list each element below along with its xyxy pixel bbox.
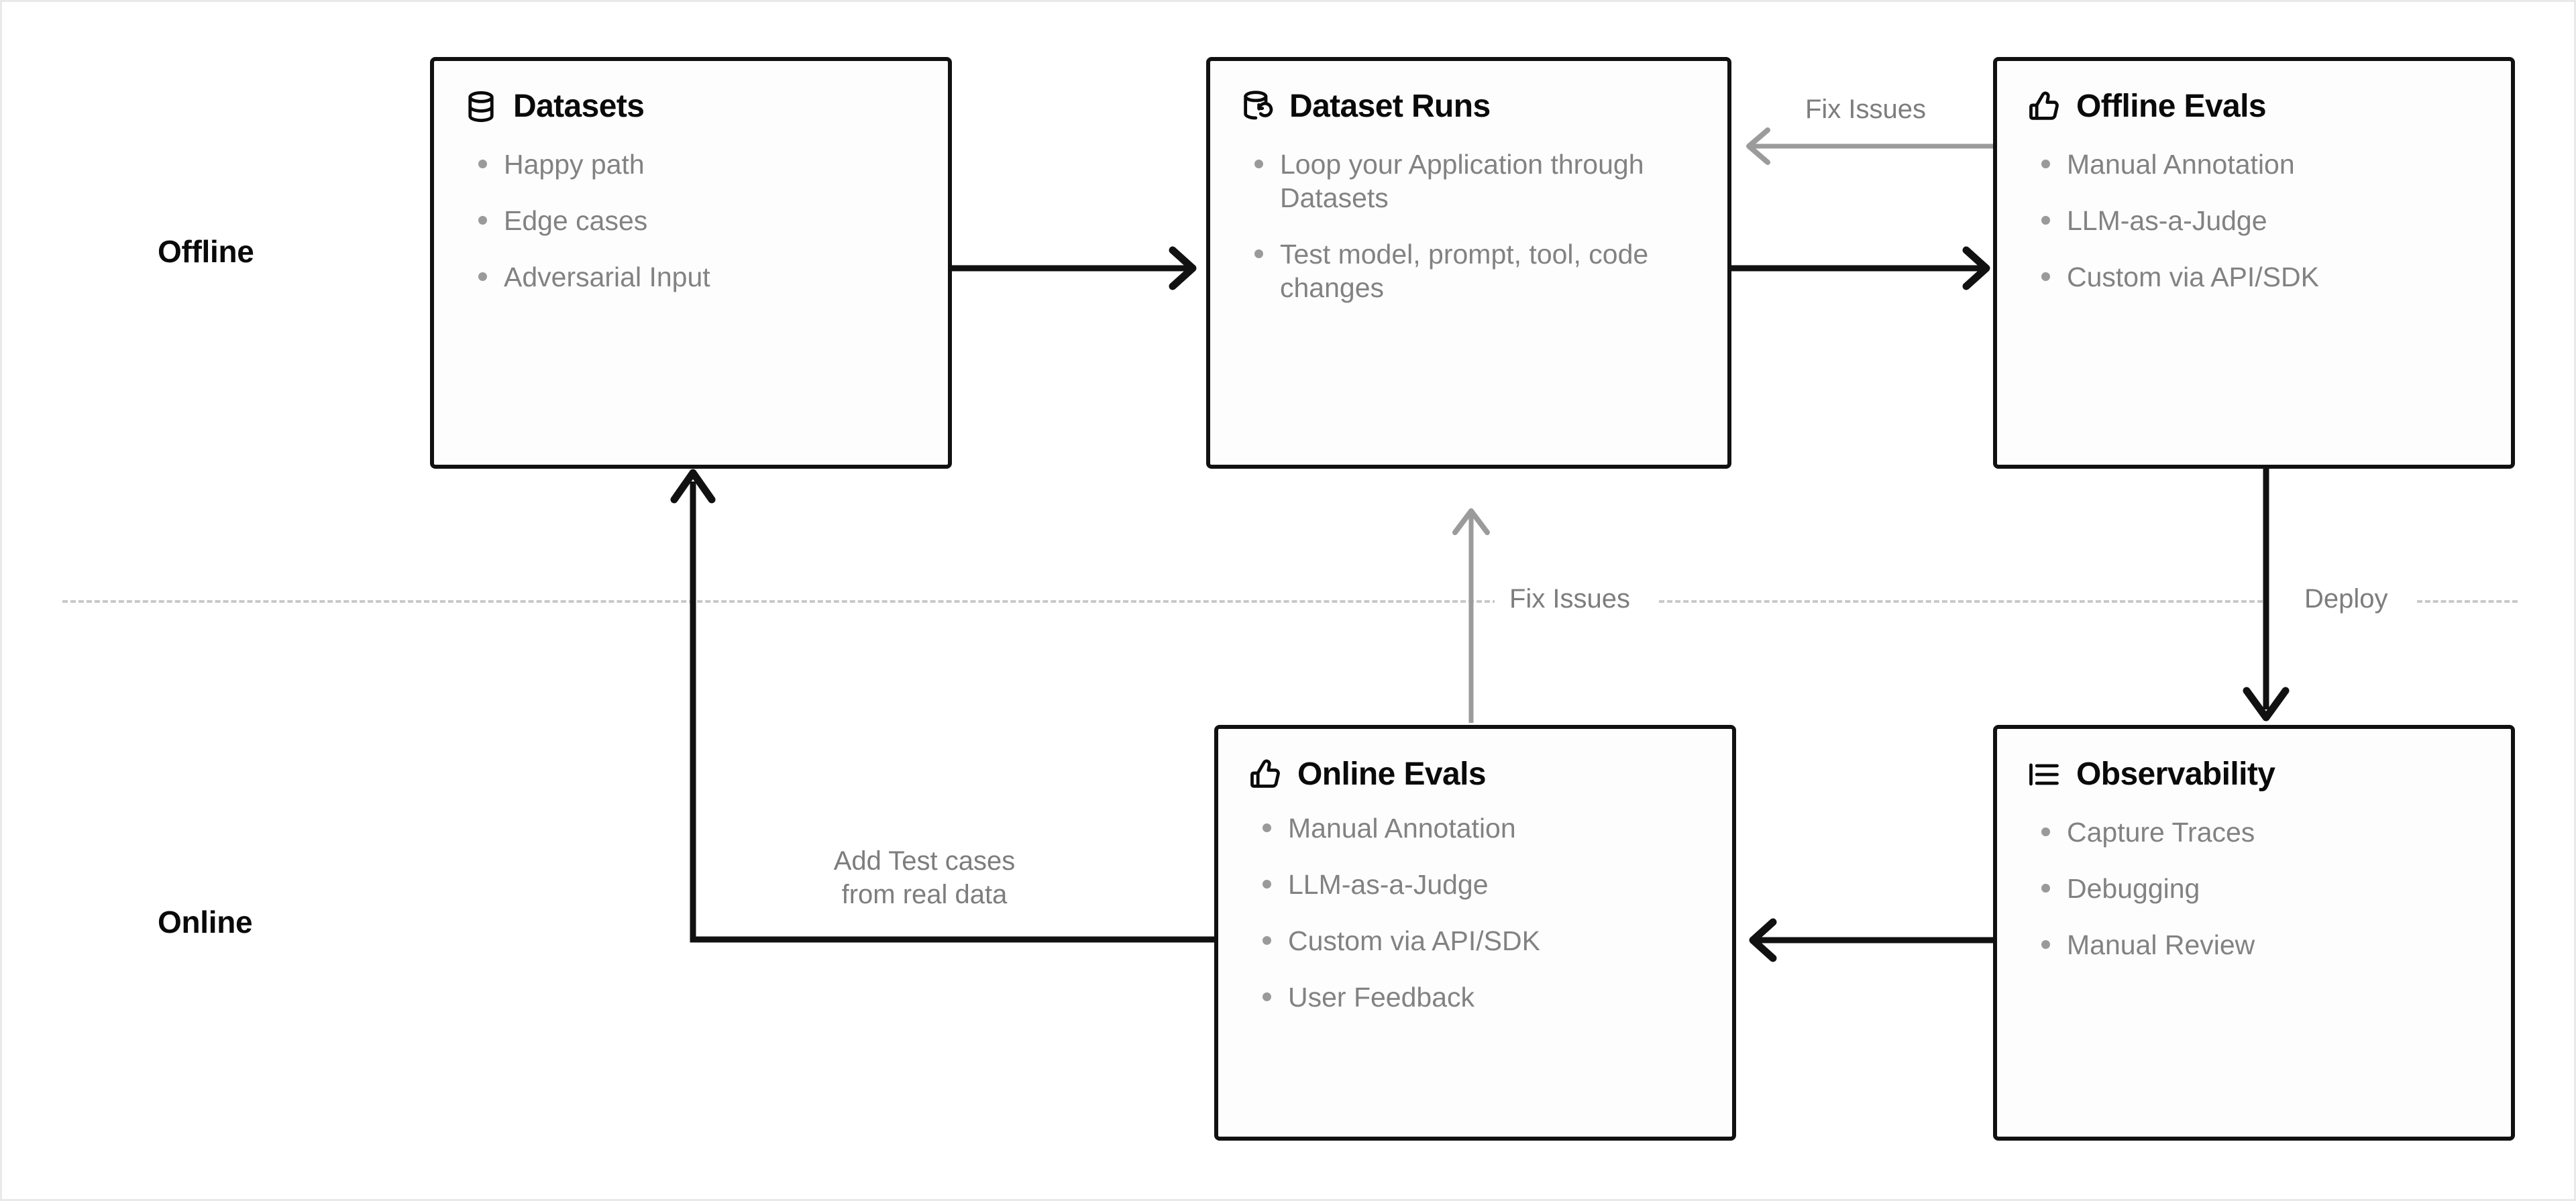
node-online-evals-title: Online Evals	[1297, 756, 1487, 792]
node-observability-header: Observability	[1997, 729, 2511, 793]
node-dataset-runs-header: Dataset Runs	[1210, 61, 1727, 125]
database-refresh-icon	[1240, 89, 1275, 124]
node-offline-evals-title: Offline Evals	[2076, 89, 2267, 124]
list-item: Debugging	[2041, 872, 2484, 905]
edge-datasets-to-dataset-runs	[951, 243, 1206, 293]
node-online-evals[interactable]: Online Evals Manual Annotation LLM-as-a-…	[1214, 725, 1736, 1141]
node-observability[interactable]: Observability Capture Traces Debugging M…	[1993, 725, 2515, 1141]
edge-offline-evals-to-observability	[2229, 468, 2303, 730]
node-datasets[interactable]: Datasets Happy path Edge cases Adversari…	[430, 57, 952, 469]
node-observability-title: Observability	[2076, 756, 2275, 792]
edge-dataset-runs-to-offline-evals	[1731, 243, 2013, 293]
list-item: Capture Traces	[2041, 815, 2484, 849]
list-item: Manual Annotation	[2041, 148, 2484, 181]
node-datasets-header: Datasets	[434, 61, 948, 125]
node-offline-evals[interactable]: Offline Evals Manual Annotation LLM-as-a…	[1993, 57, 2515, 469]
node-online-evals-bullets: Manual Annotation LLM-as-a-Judge Custom …	[1218, 793, 1732, 1014]
lane-divider-right	[2417, 600, 2518, 603]
node-offline-evals-header: Offline Evals	[1997, 61, 2511, 125]
edge-label-add-test-cases-line1: Add Test cases	[833, 846, 1016, 876]
divider-label-fix-issues: Fix Issues	[1495, 585, 1646, 612]
edge-label-add-test-cases: Add Test cases from real data	[784, 844, 1065, 911]
list-item: Edge cases	[478, 204, 921, 237]
list-item: Adversarial Input	[478, 260, 921, 294]
list-item: User Feedback	[1263, 980, 1705, 1014]
list-item: Manual Annotation	[1263, 811, 1705, 845]
list-item: LLM-as-a-Judge	[2041, 204, 2484, 237]
list-item: Manual Review	[2041, 928, 2484, 962]
node-dataset-runs-title: Dataset Runs	[1289, 89, 1491, 124]
edge-offline-evals-to-dataset-runs	[1726, 123, 2008, 170]
edge-label-fix-issues-top: Fix Issues	[1805, 95, 1927, 124]
node-online-evals-header: Online Evals	[1218, 729, 1732, 793]
lane-label-online: Online	[158, 905, 253, 939]
list-item: Test model, prompt, tool, code changes	[1254, 237, 1686, 304]
list-item: Custom via API/SDK	[2041, 260, 2484, 294]
edge-online-evals-to-dataset-runs	[1441, 502, 1501, 723]
node-dataset-runs[interactable]: Dataset Runs Loop your Application throu…	[1206, 57, 1731, 469]
list-item: LLM-as-a-Judge	[1263, 868, 1705, 901]
list-item: Happy path	[478, 148, 921, 181]
edge-observability-to-online-evals	[1736, 915, 2004, 965]
thumbs-up-icon	[1248, 757, 1283, 792]
node-offline-evals-bullets: Manual Annotation LLM-as-a-Judge Custom …	[1997, 125, 2511, 294]
divider-label-deploy: Deploy	[2290, 585, 2403, 612]
lane-label-offline: Offline	[158, 234, 254, 269]
node-datasets-title: Datasets	[513, 89, 645, 124]
list-item: Loop your Application through Datasets	[1254, 148, 1686, 215]
list-item: Custom via API/SDK	[1263, 924, 1705, 958]
list-tree-icon	[2027, 757, 2061, 792]
thumbs-up-icon	[2027, 89, 2061, 124]
edge-label-add-test-cases-line2: from real data	[841, 880, 1008, 909]
node-datasets-bullets: Happy path Edge cases Adversarial Input	[434, 125, 948, 294]
lane-divider-middle	[1659, 600, 2263, 603]
database-icon	[464, 89, 498, 124]
edge-online-evals-to-datasets	[670, 451, 1223, 961]
node-dataset-runs-bullets: Loop your Application through Datasets T…	[1210, 125, 1727, 304]
lane-divider-left	[62, 600, 1498, 603]
node-observability-bullets: Capture Traces Debugging Manual Review	[1997, 793, 2511, 962]
